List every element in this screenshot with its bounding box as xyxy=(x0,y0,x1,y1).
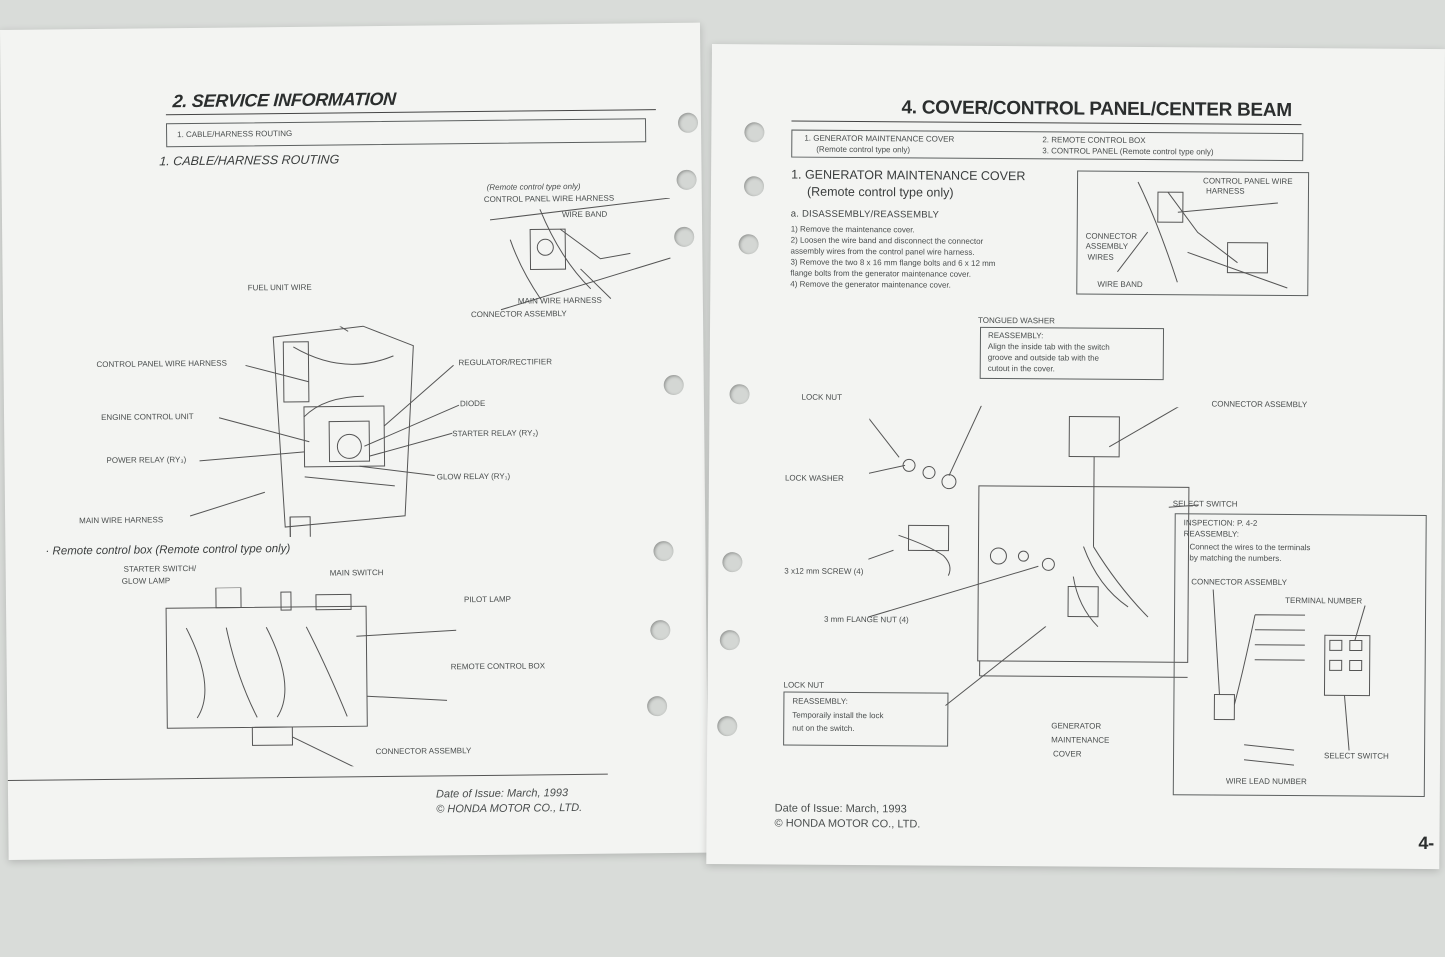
binder-hole xyxy=(717,716,738,737)
left-toc-box: 1. CABLE/HARNESS ROUTING xyxy=(165,118,647,148)
binder-hole xyxy=(676,169,697,190)
inset-cp-harness-2: HARNESS xyxy=(1205,186,1245,196)
right-page-title: 4. COVER/CONTROL PANEL/CENTER BEAM xyxy=(901,97,1292,122)
label-pilot-lamp: PILOT LAMP xyxy=(463,594,512,605)
inset-connector-assembly: CONNECTOR ASSEMBLY xyxy=(470,309,567,320)
select-switch-box: INSPECTION: P. 4-2 REASSEMBLY: Connect t… xyxy=(1172,513,1427,797)
label-power-relay: POWER RELAY (RY₃) xyxy=(106,455,187,465)
remote-box-heading: · Remote control box (Remote control typ… xyxy=(45,542,291,558)
ss-line-1: Connect the wires to the terminals xyxy=(1189,542,1311,553)
step-3: 3) Remove the two 8 x 16 mm flange bolts… xyxy=(790,257,996,268)
ss-reassembly: REASSEMBLY: xyxy=(1183,529,1240,539)
gen-cover-3: COVER xyxy=(1053,749,1082,759)
inset-wire-band: WIRE BAND xyxy=(1097,279,1143,290)
inset-control-panel-harness: CONTROL PANEL WIRE HARNESS xyxy=(483,193,615,204)
label-main-switch: MAIN SWITCH xyxy=(329,568,384,578)
label-glow-lamp: GLOW LAMP xyxy=(121,576,171,586)
binder-hole xyxy=(653,540,674,562)
right-manual-page: 4. COVER/CONTROL PANEL/CENTER BEAM 1. GE… xyxy=(706,44,1445,870)
ss-line-2: by matching the numbers. xyxy=(1189,553,1282,563)
inset-connector-1: CONNECTOR xyxy=(1085,231,1138,241)
label-starter-switch: STARTER SWITCH/ xyxy=(123,563,197,574)
inset-connector-2: ASSEMBLY xyxy=(1085,241,1129,251)
inset-main-wire-harness: MAIN WIRE HARNESS xyxy=(517,295,602,306)
lock-nut-leader xyxy=(945,625,1047,707)
binder-hole xyxy=(663,374,684,396)
inset-remote-type: (Remote control type only) xyxy=(486,181,581,192)
step-4: 4) Remove the generator maintenance cove… xyxy=(790,279,951,290)
label-engine-control-unit: ENGINE CONTROL UNIT xyxy=(101,411,194,422)
footer-rule xyxy=(7,773,608,781)
ln-line-1: Temporaily install the lock xyxy=(792,710,884,721)
ss-inspection: INSPECTION: P. 4-2 xyxy=(1183,518,1258,528)
label-main-wire-harness: MAIN WIRE HARNESS xyxy=(79,515,164,526)
binder-hole xyxy=(719,630,740,651)
tw-line-2: groove and outside tab with the xyxy=(987,352,1100,363)
label-lock-nut: LOCK NUT xyxy=(801,392,843,402)
step-1: 1) Remove the maintenance cover. xyxy=(790,224,915,235)
leader-lines xyxy=(189,323,460,517)
inset-connector-3: WIRES xyxy=(1087,252,1114,262)
right-section-title: 1. GENERATOR MAINTENANCE COVER xyxy=(791,167,1026,184)
remote-box-diagram xyxy=(165,587,457,769)
label-fuel-unit-wire: FUEL UNIT WIRE xyxy=(247,282,312,293)
binder-hole xyxy=(722,552,743,573)
ss-wire-lead-number: WIRE LEAD NUMBER xyxy=(1225,776,1307,787)
exploded-view-diagram xyxy=(867,405,1200,678)
tw-reassembly-title: REASSEMBLY: xyxy=(987,330,1044,341)
right-toc-box: 1. GENERATOR MAINTENANCE COVER (Remote c… xyxy=(791,129,1304,162)
binder-hole xyxy=(743,176,765,197)
label-lock-washer: LOCK WASHER xyxy=(784,473,844,483)
label-connector-assembly: CONNECTOR ASSEMBLY xyxy=(1211,399,1308,410)
tongued-washer-label: TONGUED WASHER xyxy=(978,315,1056,326)
toc-item-2: 2. REMOTE CONTROL BOX xyxy=(1042,135,1146,146)
label-lock-nut-2: LOCK NUT xyxy=(783,680,825,690)
step-3b: flange bolts from the generator maintena… xyxy=(790,268,971,279)
left-footer-copyright: © HONDA MOTOR CO., LTD. xyxy=(436,801,583,816)
binder-hole xyxy=(729,384,750,405)
label-screw: 3 x12 mm SCREW (4) xyxy=(784,566,864,577)
tw-line-3: cutout in the cover. xyxy=(987,363,1055,374)
ss-select-switch: SELECT SWITCH xyxy=(1324,751,1389,761)
subsection-title: a. DISASSEMBLY/REASSEMBLY xyxy=(790,208,940,221)
binder-hole xyxy=(744,122,765,143)
ln-reassembly-title: REASSEMBLY: xyxy=(792,696,848,706)
binder-hole xyxy=(677,112,699,133)
binder-hole xyxy=(647,696,668,717)
right-footer-copyright: © HONDA MOTOR CO., LTD. xyxy=(774,817,921,831)
toc-item-1-sub: (Remote control type only) xyxy=(816,144,911,155)
gen-cover-2: MAINTENANCE xyxy=(1051,735,1110,745)
inset-photo-box: CONTROL PANEL WIRE HARNESS CONNECTOR ASS… xyxy=(1076,170,1310,297)
toc-item-3: 3. CONTROL PANEL (Remote control type on… xyxy=(1042,146,1214,157)
left-page-title: 2. SERVICE INFORMATION xyxy=(172,88,397,112)
right-section-sub: (Remote control type only) xyxy=(806,184,954,200)
left-toc-item: 1. CABLE/HARNESS ROUTING xyxy=(177,128,293,140)
inset-wire-band: WIRE BAND xyxy=(561,209,608,220)
left-manual-page: 2. SERVICE INFORMATION 1. CABLE/HARNESS … xyxy=(0,22,709,860)
left-footer-date: Date of Issue: March, 1993 xyxy=(435,787,569,801)
binder-hole xyxy=(650,620,671,641)
step-2b: assembly wires from the control panel wi… xyxy=(790,246,975,257)
lock-nut-box: REASSEMBLY: Temporaily install the lock … xyxy=(783,691,949,747)
ln-line-2: nut on the switch. xyxy=(792,723,855,734)
gen-cover-1: GENERATOR xyxy=(1051,721,1102,731)
binder-hole xyxy=(738,234,759,255)
left-section-title: 1. CABLE/HARNESS ROUTING xyxy=(158,152,340,169)
engine-diagram xyxy=(272,325,414,538)
inset-harness-diagram xyxy=(489,197,671,311)
inset-cp-harness-1: CONTROL PANEL WIRE xyxy=(1203,176,1293,187)
toc-item-1: 1. GENERATOR MAINTENANCE COVER xyxy=(804,133,955,144)
label-remote-box: REMOTE CONTROL BOX xyxy=(450,661,546,672)
tongued-washer-box: REASSEMBLY: Align the inside tab with th… xyxy=(979,326,1165,381)
tw-line-1: Align the inside tab with the switch xyxy=(987,341,1110,352)
right-footer-date: Date of Issue: March, 1993 xyxy=(774,802,907,816)
step-2: 2) Loosen the wire band and disconnect t… xyxy=(790,235,984,246)
page-number: 4- xyxy=(1418,832,1434,854)
binder-hole xyxy=(674,226,695,247)
